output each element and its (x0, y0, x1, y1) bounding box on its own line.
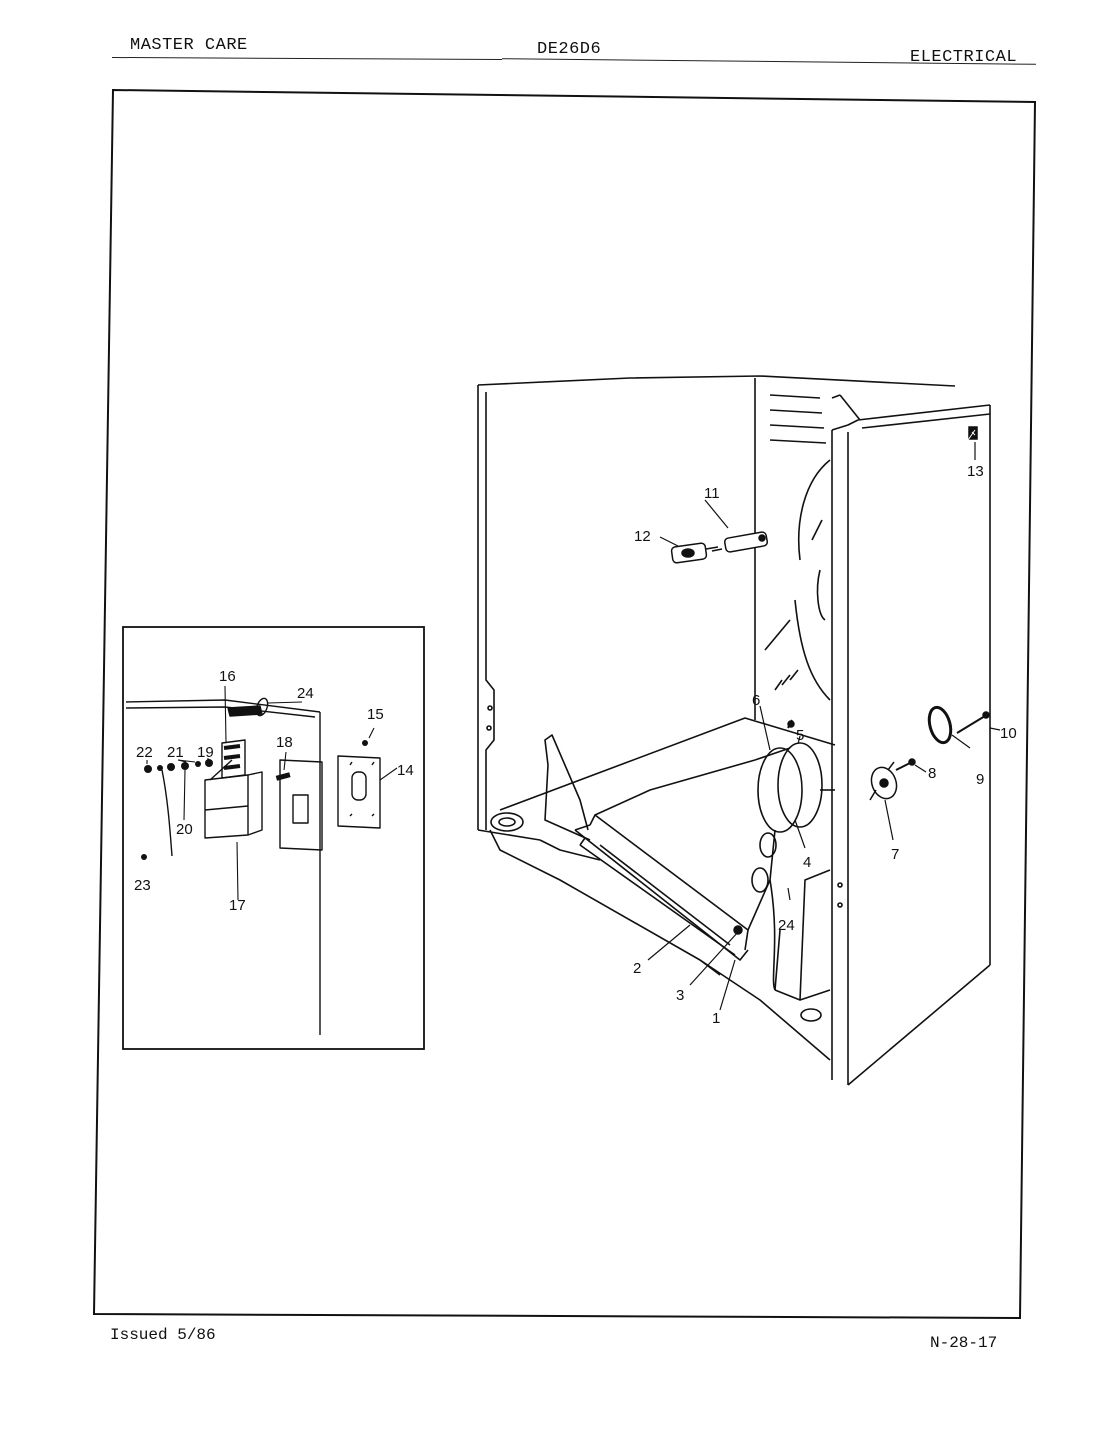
callout-19: 19 (197, 744, 214, 761)
thermostat-parts (670, 531, 769, 564)
callout-1: 1 (712, 1010, 720, 1027)
callout-24-inset: 24 (297, 685, 314, 702)
leader-lines-main (647, 442, 1001, 1011)
callout-18: 18 (276, 734, 293, 751)
callout-17: 17 (229, 897, 246, 914)
callout-10: 10 (1000, 725, 1017, 742)
callout-9: 9 (976, 771, 984, 788)
callout-3: 3 (676, 987, 684, 1004)
small-parts (733, 426, 990, 935)
inset-small-parts (141, 740, 368, 860)
footer-issued: Issued 5/86 (110, 1326, 216, 1344)
callout-21: 21 (167, 744, 184, 761)
callout-24: 24 (778, 917, 795, 934)
callout-5: 5 (796, 727, 804, 744)
callout-13: 13 (967, 463, 984, 480)
dryer-cabinet (477, 375, 991, 1086)
heater-housing (544, 734, 835, 1001)
leader-lines-inset (146, 685, 398, 901)
callout-12: 12 (634, 528, 651, 545)
callout-2: 2 (633, 960, 641, 977)
footer-page-code: N-28-17 (930, 1334, 998, 1352)
callout-15: 15 (367, 706, 384, 723)
callout-23: 23 (134, 877, 151, 894)
header-model: DE26D6 (537, 40, 602, 59)
callout-7: 7 (891, 846, 899, 863)
callout-22: 22 (136, 744, 153, 761)
header-section: ELECTRICAL (910, 48, 1018, 67)
callout-4: 4 (803, 854, 811, 871)
header-brand: MASTER CARE (130, 36, 248, 55)
callout-8: 8 (928, 765, 936, 782)
diagram-frame (92, 88, 1037, 1320)
callout-6: 6 (752, 692, 760, 709)
callout-11: 11 (704, 485, 720, 502)
callout-16: 16 (219, 668, 236, 685)
inset-frame (122, 626, 425, 1050)
callout-14: 14 (397, 762, 414, 779)
callout-20: 20 (176, 821, 193, 838)
terminal-block-inset (125, 697, 381, 1035)
